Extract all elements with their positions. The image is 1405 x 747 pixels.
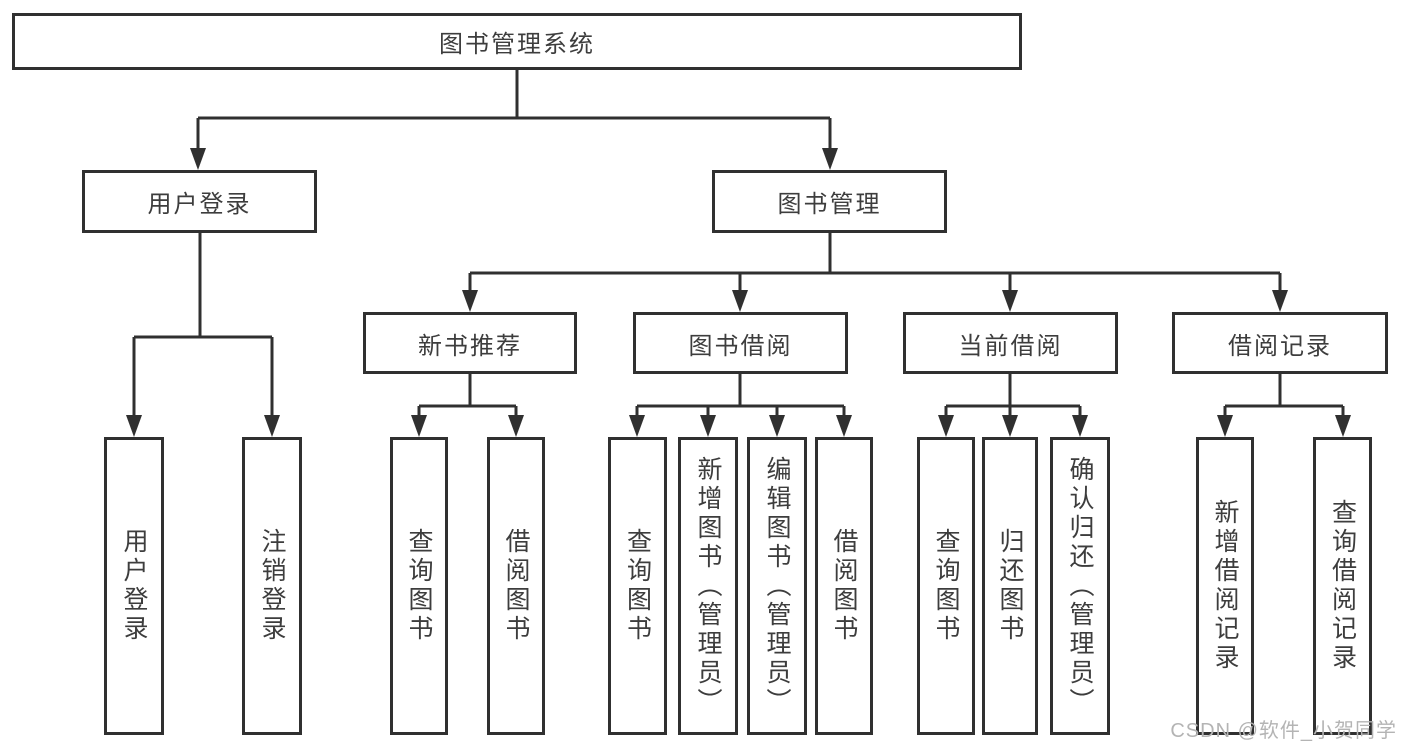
leaf-label: 查询图书 — [405, 528, 433, 644]
node-bb-edit-books-admin: 编辑图书（管理员） — [747, 437, 807, 735]
node-current-borrowing: 当前借阅 — [903, 312, 1118, 374]
node-new-book-recommend: 新书推荐 — [363, 312, 577, 374]
node-borrowing-records: 借阅记录 — [1172, 312, 1388, 374]
node-nb-borrow-books: 借阅图书 — [487, 437, 545, 735]
node-book-borrowing: 图书借阅 — [633, 312, 848, 374]
node-cb-return-books: 归还图书 — [982, 437, 1038, 735]
node-user-login-leaf: 用户登录 — [104, 437, 164, 735]
node-root: 图书管理系统 — [12, 13, 1022, 70]
leaf-label: 注销登录 — [258, 528, 286, 644]
leaf-label: 借阅图书 — [502, 528, 530, 644]
leaf-label: 归还图书 — [996, 528, 1024, 644]
node-cb-query-books: 查询图书 — [917, 437, 975, 735]
leaf-label: 用户登录 — [120, 528, 148, 644]
node-bb-add-books-admin: 新增图书（管理员） — [678, 437, 738, 735]
node-book-management: 图书管理 — [712, 170, 947, 233]
node-user-login: 用户登录 — [82, 170, 317, 233]
leaf-label: 新增借阅记录 — [1211, 499, 1239, 673]
node-br-add-record: 新增借阅记录 — [1196, 437, 1254, 735]
leaf-label: 确认归还（管理员） — [1066, 455, 1094, 717]
node-br-query-record: 查询借阅记录 — [1313, 437, 1372, 735]
leaf-label: 查询借阅记录 — [1328, 499, 1357, 673]
leaf-label: 借阅图书 — [830, 528, 858, 644]
node-nb-query-books: 查询图书 — [390, 437, 448, 735]
node-bb-query-books: 查询图书 — [608, 437, 667, 735]
leaf-label: 查询图书 — [932, 528, 960, 644]
node-logout-leaf: 注销登录 — [242, 437, 302, 735]
leaf-label: 新增图书（管理员） — [694, 455, 722, 717]
node-cb-confirm-return-admin: 确认归还（管理员） — [1050, 437, 1110, 735]
leaf-label: 编辑图书（管理员） — [763, 455, 791, 717]
csdn-watermark: CSDN @软件_小贺同学 — [1170, 720, 1397, 742]
node-bb-borrow-books: 借阅图书 — [815, 437, 873, 735]
leaf-label: 查询图书 — [623, 528, 652, 644]
